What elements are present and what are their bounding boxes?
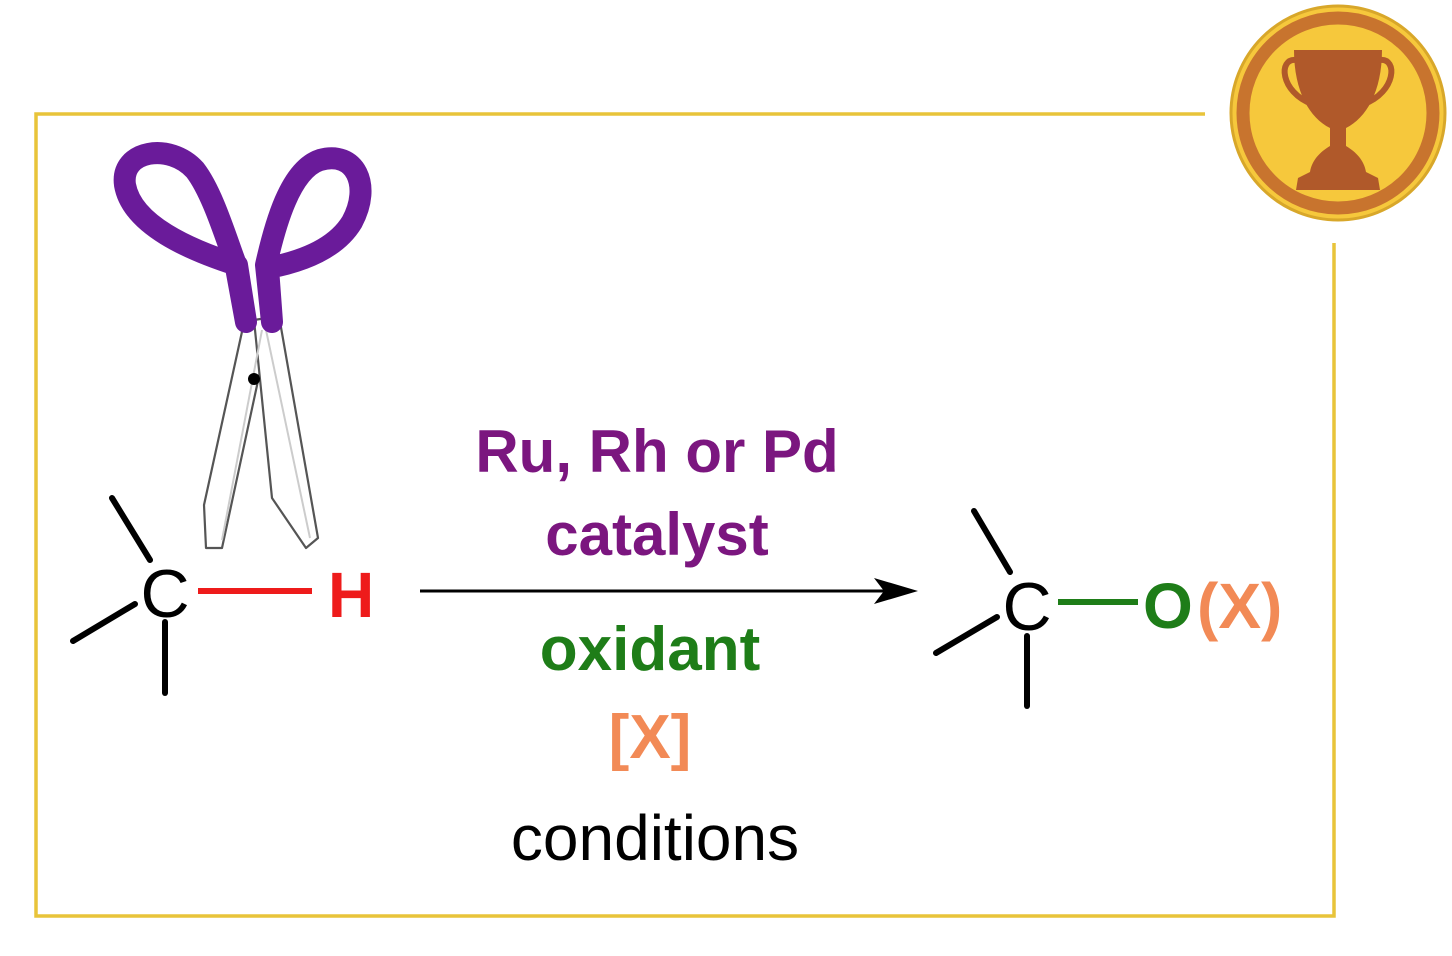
- product-oxygen-label: O: [1143, 570, 1193, 642]
- product-substituent-label: (X): [1197, 570, 1282, 642]
- reactant-carbon-label: C: [140, 556, 189, 632]
- reaction-arrowhead: [874, 578, 918, 604]
- reactant-bond-left: [70, 601, 138, 644]
- trophy-icon: [1229, 4, 1447, 222]
- reagent-x-text: [X]: [609, 703, 692, 772]
- product-carbon-label: C: [1002, 569, 1051, 645]
- conditions-text: conditions: [511, 802, 799, 874]
- catalyst-text: catalyst: [545, 501, 768, 568]
- scheme-frame: [34, 112, 1336, 918]
- reactant-hydrogen-label: H: [328, 559, 374, 631]
- oxidant-text: oxidant: [540, 615, 760, 684]
- catalyst-metals-text: Ru, Rh or Pd: [475, 418, 838, 485]
- product-bond-left: [933, 614, 1000, 656]
- product-bond-upper: [971, 508, 1013, 575]
- scissors-icon: [113, 142, 372, 550]
- reactant-bond-upper: [109, 495, 153, 563]
